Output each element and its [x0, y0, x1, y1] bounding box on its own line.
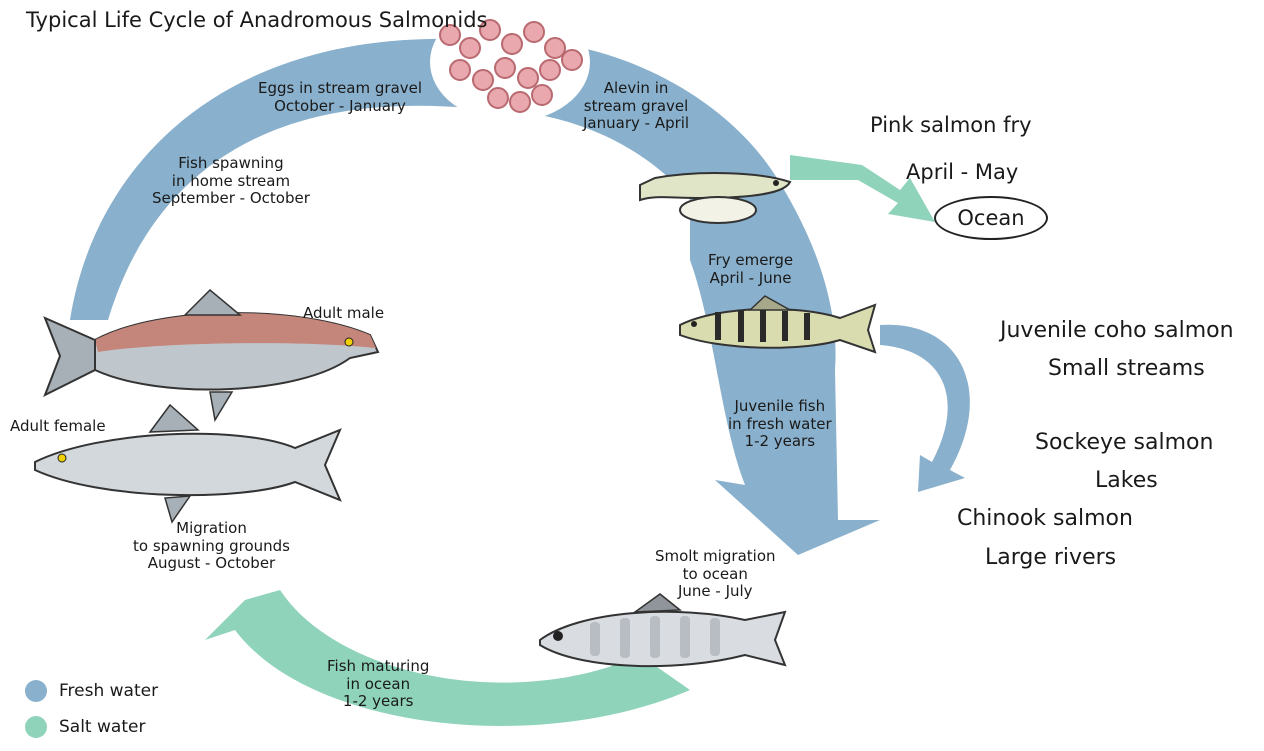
label-pink-salmon-dates: April - May — [906, 160, 1018, 185]
fresh-water-arc-descent — [690, 175, 880, 555]
label-sockeye-habitat: Lakes — [1095, 468, 1158, 494]
legend-fresh-label: Fresh water — [59, 681, 158, 701]
label-juvenile: Juvenile fish in fresh water 1-2 years — [728, 398, 832, 451]
label-maturing: Fish maturing in ocean 1-2 years — [327, 658, 429, 711]
label-smolt: Smolt migration to ocean June - July — [655, 548, 776, 601]
legend-fresh-water: Fresh water — [25, 680, 158, 702]
label-coho-habitat: Small streams — [1048, 356, 1205, 382]
label-fry: Fry emerge April - June — [708, 252, 793, 287]
legend-salt-water: Salt water — [25, 716, 145, 738]
label-sockeye: Sockeye salmon — [1035, 430, 1213, 456]
legend-fresh-swatch — [25, 680, 47, 702]
label-chinook-habitat: Large rivers — [985, 545, 1116, 571]
label-chinook: Chinook salmon — [957, 506, 1133, 532]
smolt-fish — [540, 594, 785, 666]
label-adult-male: Adult male — [303, 305, 384, 323]
label-spawning: Fish spawning in home stream September -… — [152, 155, 310, 208]
label-pink-salmon: Pink salmon fry — [870, 113, 1032, 138]
fresh-water-branch-arrow — [880, 325, 970, 492]
legend-salt-label: Salt water — [59, 717, 145, 737]
label-alevin: Alevin in stream gravel January - April — [583, 80, 689, 133]
label-coho: Juvenile coho salmon — [1000, 318, 1234, 344]
label-migration: Migration to spawning grounds August - O… — [133, 520, 290, 573]
legend-salt-swatch — [25, 716, 47, 738]
diagram-title: Typical Life Cycle of Anadromous Salmoni… — [26, 8, 488, 33]
label-adult-female: Adult female — [10, 418, 106, 436]
label-eggs: Eggs in stream gravel October - January — [258, 80, 422, 115]
ocean-oval: Ocean — [934, 196, 1048, 240]
